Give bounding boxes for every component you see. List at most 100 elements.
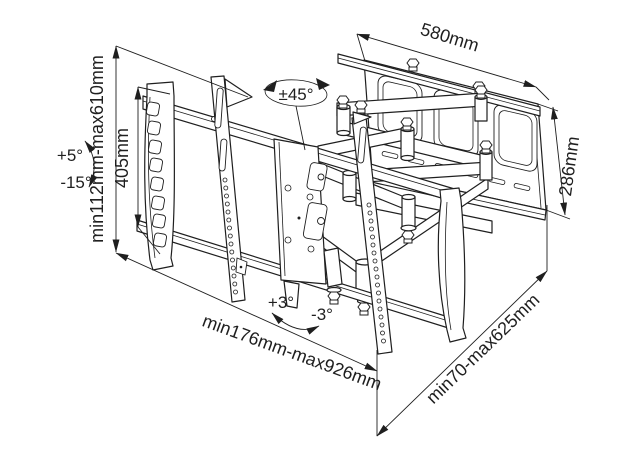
hole bbox=[226, 217, 232, 223]
extension-line bbox=[356, 33, 366, 62]
plate-hole bbox=[307, 245, 315, 253]
hole bbox=[227, 225, 232, 231]
label-plate-width: 580mm bbox=[418, 19, 481, 56]
dimension-vesa-width: min176mm-max926mm bbox=[115, 252, 384, 394]
hinge-post bbox=[474, 85, 488, 122]
label-tilt-down: -15° bbox=[60, 173, 91, 192]
hinge-bolt-icon bbox=[400, 117, 414, 131]
ladder-slot bbox=[145, 101, 161, 117]
ladder-slot bbox=[150, 195, 166, 211]
hinge-post bbox=[400, 117, 415, 162]
extension-line bbox=[137, 86, 171, 95]
hole bbox=[224, 193, 229, 199]
tilt-arc-arrow-icon bbox=[84, 140, 98, 188]
hole bbox=[227, 233, 233, 239]
tilt-clamp bbox=[302, 202, 328, 241]
post-bottom bbox=[400, 154, 415, 162]
hole bbox=[370, 234, 375, 240]
rail-bolt-icon bbox=[354, 100, 368, 114]
extension-line bbox=[535, 86, 550, 101]
hinge-post bbox=[342, 169, 357, 203]
plate-hole bbox=[284, 184, 292, 192]
ladder-slot bbox=[148, 157, 164, 173]
post-washer bbox=[400, 224, 417, 232]
dimension-bracket-height: 405mm bbox=[112, 86, 171, 255]
swivel-arrowhead-icon bbox=[316, 78, 330, 90]
hinge-bolt-icon bbox=[357, 302, 371, 316]
label-extension-range: min70-max625mm bbox=[422, 290, 543, 408]
clamp-bolt bbox=[317, 173, 325, 181]
hole bbox=[224, 201, 230, 207]
vesa-rail-left bbox=[210, 75, 253, 303]
post-body bbox=[401, 196, 416, 229]
extension-line bbox=[115, 45, 249, 98]
post-body bbox=[479, 151, 493, 181]
swivel-ellipse-arrow-icon bbox=[264, 79, 328, 107]
hole bbox=[223, 185, 229, 191]
ladder-slot bbox=[152, 232, 168, 248]
rail-bolt-icon bbox=[406, 58, 420, 72]
annotation-tilt-angle: +5° -15° bbox=[57, 140, 98, 192]
label-tilt-up: +5° bbox=[57, 146, 83, 165]
label-swivel-range: ±45° bbox=[278, 85, 313, 104]
post-body bbox=[400, 128, 415, 159]
plate-slot bbox=[513, 183, 531, 191]
plate-slot bbox=[381, 151, 399, 159]
rail-slot bbox=[218, 138, 228, 172]
plate-hole bbox=[284, 236, 292, 244]
annotation-level-angle: +3° -3° bbox=[268, 293, 333, 335]
post-body bbox=[336, 106, 351, 134]
dim-line-width-range bbox=[115, 252, 378, 372]
tilt-clamp bbox=[306, 162, 328, 192]
plate-cutout-3 bbox=[493, 104, 538, 172]
extension-line bbox=[545, 209, 571, 220]
extension-line bbox=[537, 103, 559, 112]
hole bbox=[370, 242, 376, 248]
label-level-minus: -3° bbox=[311, 305, 333, 324]
hinge-post bbox=[336, 95, 351, 137]
label-vesa-width-range: min176mm-max926mm bbox=[200, 311, 384, 394]
clamp-bolt bbox=[317, 217, 325, 225]
label-bracket-height: 405mm bbox=[112, 128, 132, 188]
ladder-slot bbox=[146, 120, 162, 136]
ladder-rail-left bbox=[144, 81, 175, 271]
rail-fold bbox=[148, 96, 156, 259]
hole bbox=[367, 210, 373, 216]
dim-line-580 bbox=[356, 33, 537, 88]
hinge-bolt-icon bbox=[474, 85, 488, 99]
label-level-plus: +3° bbox=[268, 293, 294, 312]
swivel-arrowhead-icon bbox=[263, 80, 277, 92]
ladder-slot bbox=[151, 213, 167, 229]
hinge-bolt-icon bbox=[336, 95, 350, 109]
extension-line bbox=[137, 226, 161, 255]
ladder-slot bbox=[147, 139, 163, 155]
hole bbox=[369, 226, 374, 232]
hole bbox=[368, 218, 374, 224]
strap-bolt-icon bbox=[327, 291, 341, 305]
hole bbox=[225, 209, 231, 215]
hinge-post bbox=[479, 140, 493, 181]
hole bbox=[222, 177, 228, 183]
annotation-swivel-angle: ±45° bbox=[263, 78, 330, 151]
post-body bbox=[342, 172, 357, 200]
hinge-bolt-icon bbox=[401, 230, 415, 244]
hole bbox=[228, 241, 234, 247]
leader-line bbox=[295, 105, 306, 151]
rail-top-notch bbox=[352, 111, 372, 125]
hole bbox=[366, 202, 372, 208]
plate-hole bbox=[306, 193, 314, 201]
dim-line-extension bbox=[376, 270, 548, 437]
rail-slot bbox=[214, 87, 224, 129]
hinge-post bbox=[400, 193, 417, 244]
level-arc-arrow-icon bbox=[271, 312, 320, 335]
post-bottom bbox=[336, 129, 351, 137]
ladder-slot bbox=[149, 176, 165, 192]
post-body bbox=[474, 96, 488, 122]
hinge-bolt-icon bbox=[479, 140, 493, 154]
rail-slot bbox=[357, 126, 367, 164]
post-bottom bbox=[342, 195, 357, 203]
cutout-inner bbox=[498, 110, 533, 166]
label-plate-height: 286mm bbox=[555, 135, 583, 197]
